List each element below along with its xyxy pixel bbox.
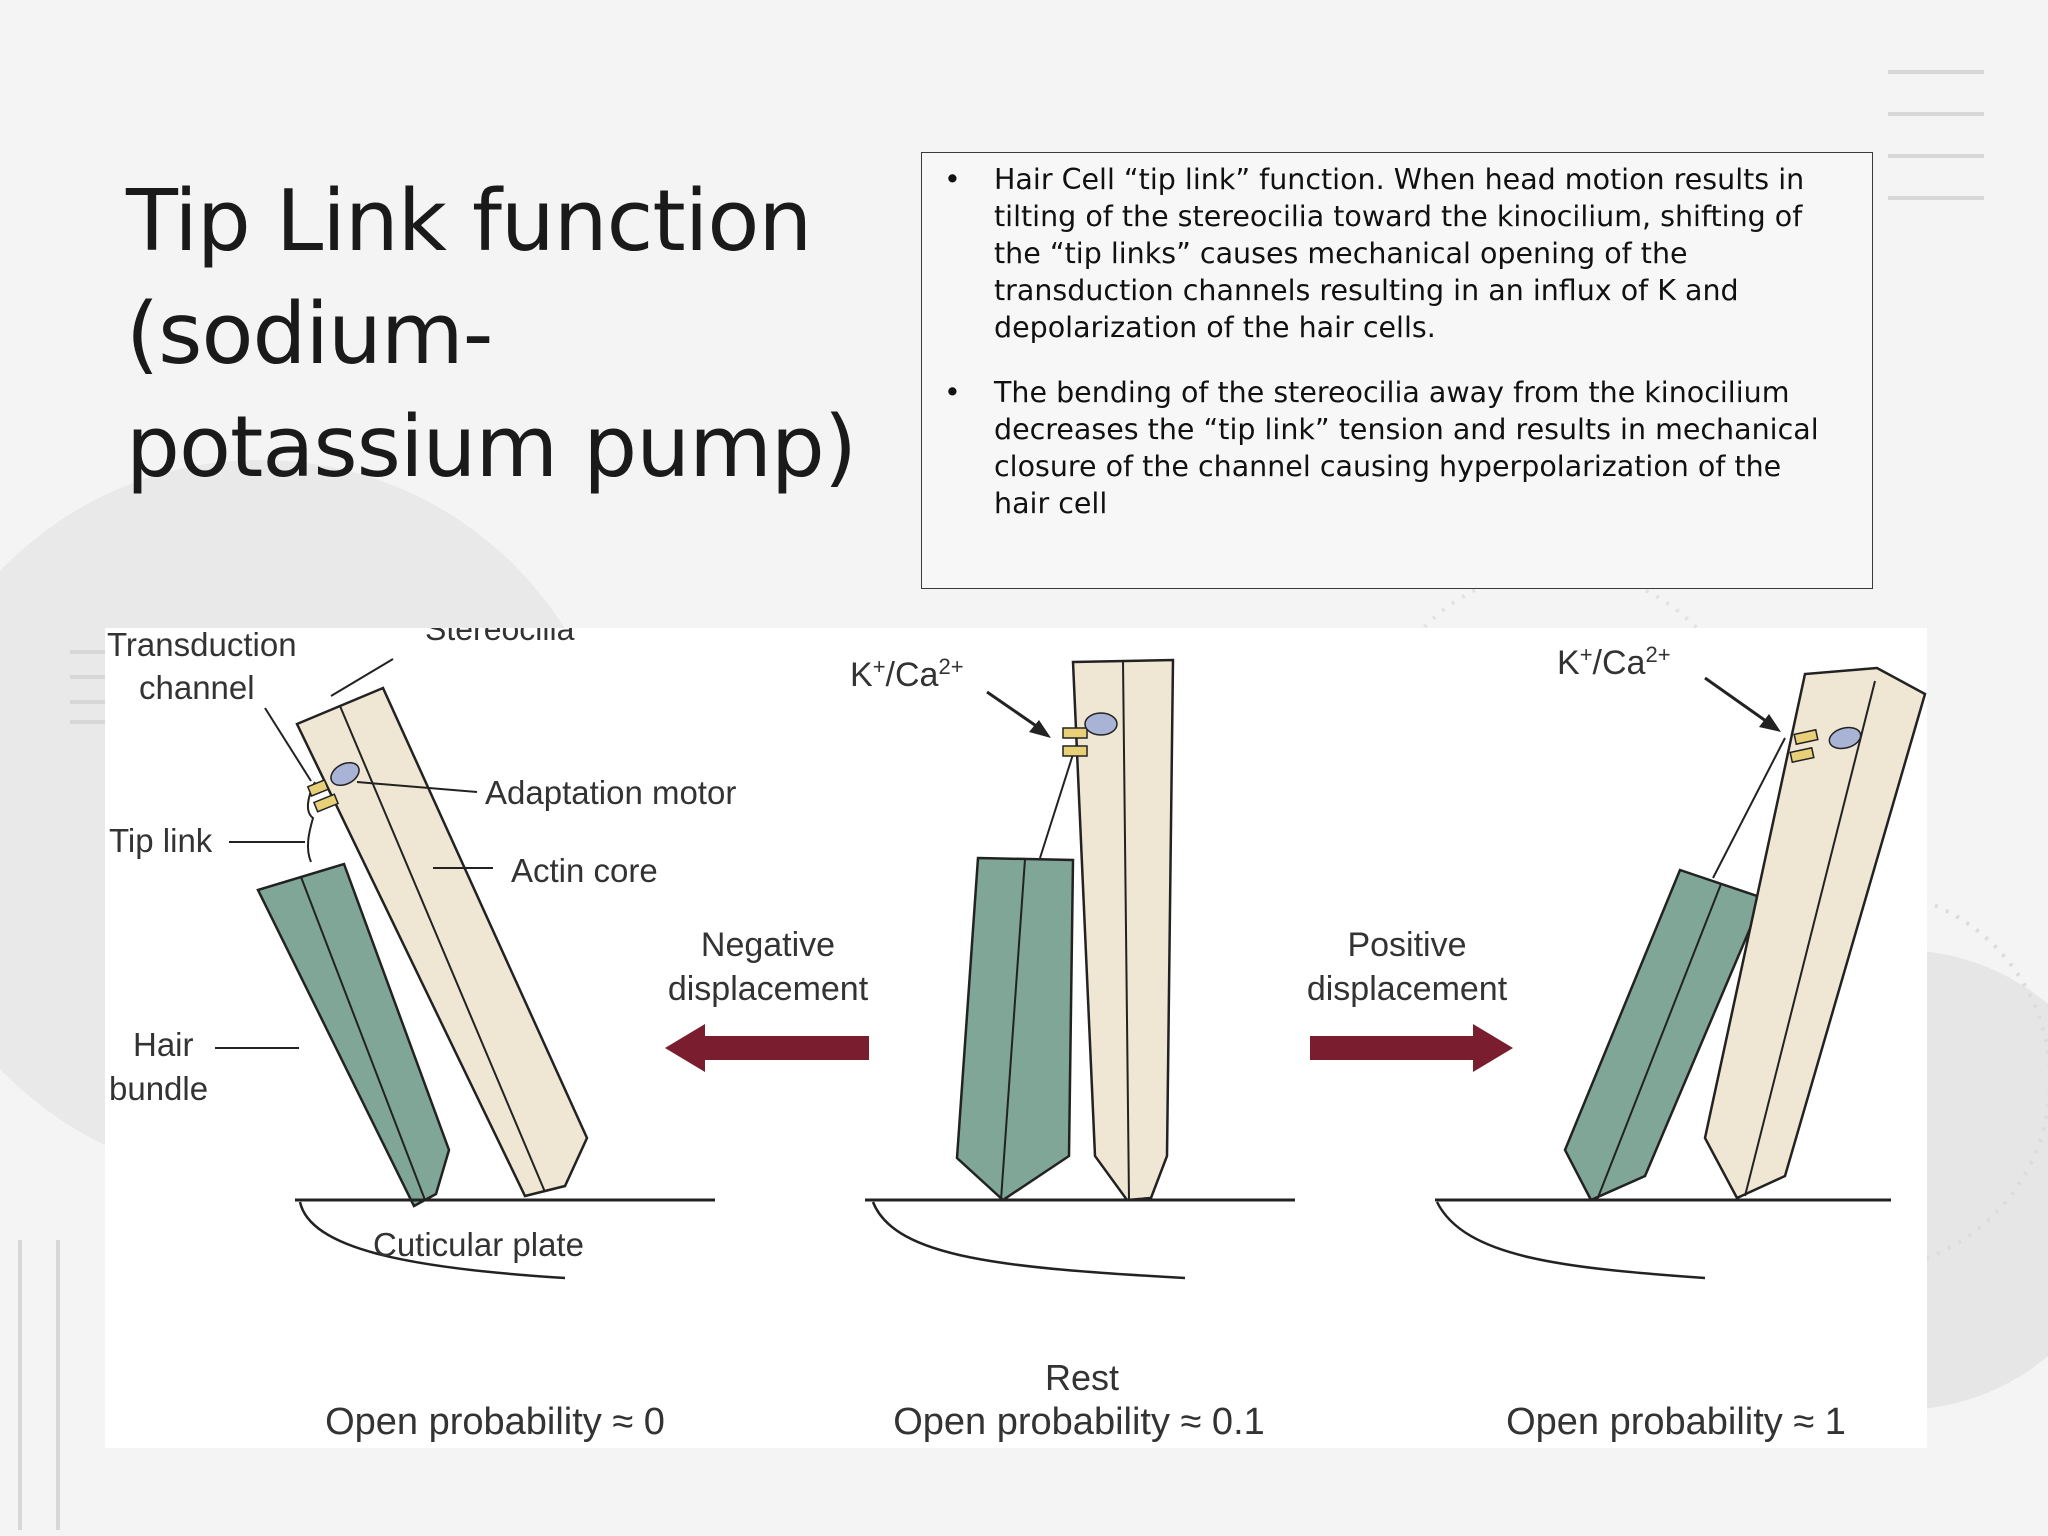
- actin-core-line: [339, 705, 546, 1193]
- transduction-channel: [1062, 745, 1088, 757]
- bullet-text: The bending of the stereocilia away from…: [994, 376, 1819, 520]
- title-line: potassium pump): [126, 398, 857, 497]
- actin-core-line: [1596, 883, 1722, 1201]
- positive-arrow: [1310, 1024, 1513, 1072]
- label-positive: Positive: [1347, 926, 1466, 964]
- title-line: Tip Link function: [126, 172, 812, 271]
- label-adaptation-motor: Adaptation motor: [485, 774, 736, 811]
- adaptation-motor: [1828, 726, 1862, 750]
- diagram-svg: Stereocilia Transduction channel Adaptat…: [107, 611, 1927, 1443]
- label-actin-core: Actin core: [511, 852, 658, 889]
- label-positive-displacement: displacement: [1307, 970, 1508, 1008]
- ion-label: K+/Ca2+: [850, 654, 964, 694]
- cuticular-plate: [871, 1201, 1186, 1280]
- cuticular-plate: [298, 1201, 566, 1280]
- open-probability-left: Open probability ≈ 0: [325, 1401, 665, 1443]
- bullet-text: Hair Cell “tip link” function. When head…: [994, 163, 1805, 344]
- actin-core-line: [1000, 858, 1026, 1201]
- panel-rest: K+/Ca2+: [850, 654, 1295, 1280]
- adaptation-motor: [330, 761, 360, 787]
- short-stereocilium: [955, 856, 1075, 1202]
- hair-cell-diagram: Stereocilia Transduction channel Adaptat…: [105, 611, 1927, 1448]
- text-box: • Hair Cell “tip link” function. When hea…: [921, 152, 1873, 589]
- actin-core-line: [1122, 660, 1130, 1201]
- label-rest: Rest: [1045, 1357, 1119, 1398]
- bullet-list: • Hair Cell “tip link” function. When hea…: [922, 153, 1872, 522]
- label-negative-displacement: displacement: [668, 970, 869, 1008]
- transduction-channel: [1789, 746, 1815, 764]
- adaptation-motor: [1084, 712, 1118, 736]
- negative-arrow: [665, 1024, 869, 1072]
- transduction-channel: [306, 779, 330, 797]
- label-negative: Negative: [701, 926, 835, 964]
- transduction-channel: [312, 793, 340, 813]
- label-cuticular-plate: Cuticular plate: [373, 1226, 584, 1263]
- panel-positive: K+/Ca2+: [1435, 642, 1927, 1280]
- label-transduction: Transduction: [107, 628, 297, 663]
- label-bundle: bundle: [109, 1070, 208, 1107]
- tip-link: [1039, 747, 1076, 859]
- ion-label: K+/Ca2+: [1557, 642, 1671, 682]
- open-probability-right: Open probability ≈ 1: [1506, 1401, 1846, 1443]
- panel-negative: Stereocilia Transduction channel Adaptat…: [107, 611, 736, 1280]
- tip-link: [306, 781, 316, 863]
- bullet-item: • Hair Cell “tip link” function. When hea…: [922, 161, 1842, 346]
- tip-link: [1712, 737, 1786, 879]
- tall-stereocilium: [295, 686, 589, 1198]
- short-stereocilium: [256, 862, 451, 1208]
- bullet-glyph: •: [944, 376, 961, 409]
- slide-title: Tip Link function (sodium- potassium pum…: [126, 165, 926, 504]
- title-line: (sodium-: [126, 285, 493, 384]
- actin-core-line: [300, 876, 426, 1201]
- label-channel: channel: [139, 669, 255, 706]
- tall-stereocilium: [1703, 666, 1927, 1200]
- transduction-channel: [1793, 728, 1819, 746]
- transduction-channel: [1062, 727, 1088, 739]
- bullet-item: • The bending of the stereocilia away fro…: [922, 374, 1842, 522]
- tall-stereocilium: [1071, 658, 1175, 1202]
- cuticular-plate: [1435, 1201, 1706, 1280]
- label-hair: Hair: [133, 1026, 194, 1063]
- label-tip-link: Tip link: [109, 822, 213, 859]
- label-stereocilia: Stereocilia: [425, 628, 575, 647]
- actin-core-line: [1744, 680, 1876, 1197]
- bullet-glyph: •: [944, 163, 961, 196]
- open-probability-center: Open probability ≈ 0.1: [893, 1401, 1265, 1443]
- short-stereocilium: [1563, 868, 1765, 1202]
